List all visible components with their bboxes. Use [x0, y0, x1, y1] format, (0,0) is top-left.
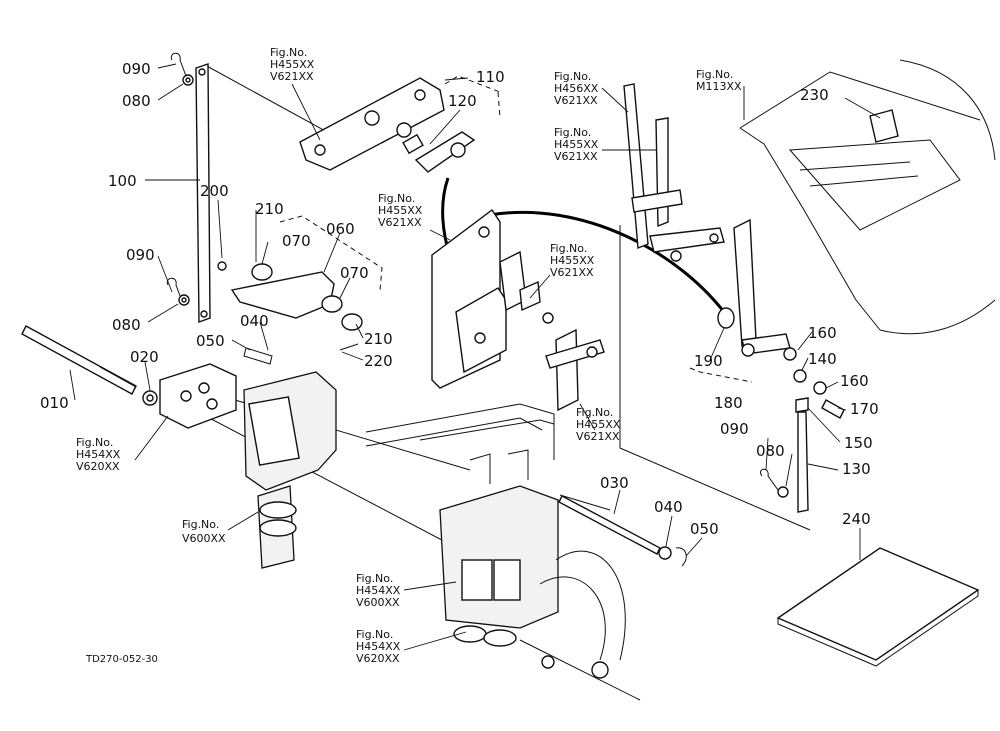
part-number: 230 — [800, 86, 829, 104]
part-number: 150 — [844, 434, 873, 452]
part-number: 090 — [720, 420, 749, 438]
figure-reference: Fig.No. H455XX V621XX — [270, 46, 318, 83]
part-number: 190 — [694, 352, 723, 370]
part-number: 080 — [756, 442, 785, 460]
part-number: 130 — [842, 460, 871, 478]
part-number: 090 — [126, 246, 155, 264]
part-number: 050 — [690, 520, 719, 538]
part-number: 060 — [326, 220, 355, 238]
part-number: 120 — [448, 92, 477, 110]
part-number: 040 — [240, 312, 269, 330]
part-number: 090 — [122, 60, 151, 78]
figure-reference: Fig.No. M113XX — [696, 68, 742, 93]
leader-lines — [69, 63, 881, 651]
figure-reference: Fig.No. H455XX V621XX — [576, 406, 624, 443]
part-number: 100 — [108, 172, 137, 190]
part-number: 240 — [842, 510, 871, 528]
part-number-labels: 090 080 100 110 120 200 210 060 070 070 … — [40, 60, 879, 538]
figure-reference: Fig.No. H456XX V621XX — [554, 70, 602, 107]
part-number: 180 — [714, 394, 743, 412]
part-number: 020 — [130, 348, 159, 366]
figure-reference: Fig.No. H455XX V621XX — [550, 242, 598, 279]
part-number: 110 — [476, 68, 505, 86]
part-number: 200 — [200, 182, 229, 200]
figure-reference: Fig.No. H454XX V620XX — [356, 628, 404, 665]
part-number: 080 — [112, 316, 141, 334]
part-number: 050 — [196, 332, 225, 350]
part-number: 220 — [364, 352, 393, 370]
part-number: 160 — [808, 324, 837, 342]
figure-reference: Fig.No. H454XX V620XX — [76, 436, 124, 473]
figure-reference: Fig.No. H454XX V600XX — [356, 572, 404, 609]
part-number: 010 — [40, 394, 69, 412]
figure-reference: Fig.No. V600XX — [182, 518, 226, 545]
figure-reference: Fig.No. H455XX V621XX — [554, 126, 602, 163]
part-number: 040 — [654, 498, 683, 516]
part-number: 210 — [364, 330, 393, 348]
figure-reference-labels: Fig.No. H455XX V621XX Fig.No. H456XX V62… — [76, 46, 742, 665]
part-number: 070 — [282, 232, 311, 250]
part-number: 070 — [340, 264, 369, 282]
part-number: 030 — [600, 474, 629, 492]
part-number: 160 — [840, 372, 869, 390]
part-number: 140 — [808, 350, 837, 368]
part-number: 080 — [122, 92, 151, 110]
drawing-lines — [21, 52, 996, 701]
diagram-code: TD270-052-30 — [85, 654, 158, 665]
part-number: 210 — [255, 200, 284, 218]
part-number: 170 — [850, 400, 879, 418]
figure-reference: Fig.No. H455XX V621XX — [378, 192, 426, 229]
